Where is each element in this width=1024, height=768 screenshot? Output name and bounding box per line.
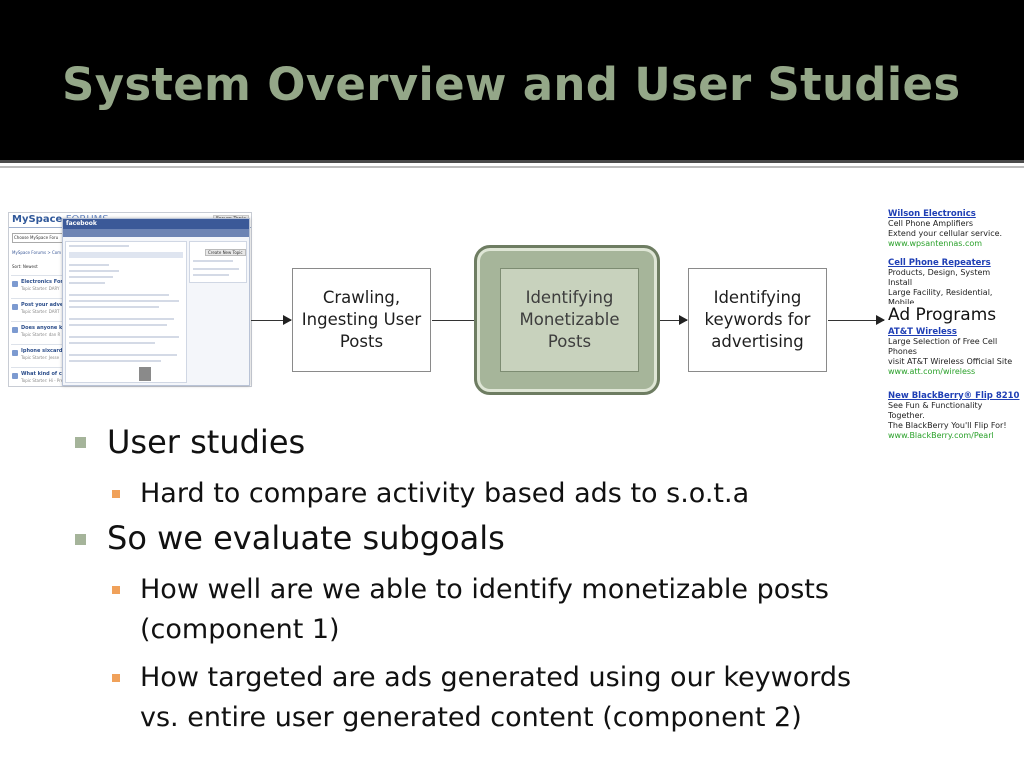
bullet-subgoals: So we evaluate subgoals bbox=[107, 519, 505, 557]
ad-url: www.wpsantennas.com bbox=[888, 239, 983, 248]
forum-select: Choose MySpace Foru bbox=[12, 233, 65, 243]
bullet-marker bbox=[75, 437, 86, 448]
ad-item: New BlackBerry® Flip 8210 See Fun & Func… bbox=[888, 391, 1024, 441]
thread-icon bbox=[12, 373, 18, 379]
bullet-identify-line1: How well are we able to identify monetiz… bbox=[140, 574, 829, 605]
ad-text: Install bbox=[888, 278, 913, 287]
arrow-keywords-to-ads bbox=[828, 315, 885, 325]
ad-text: Large Selection of Free Cell bbox=[888, 337, 998, 346]
thread-starter: Topic Starter: DARY bbox=[21, 286, 60, 291]
ad-text: Extend your cellular service. bbox=[888, 229, 1003, 238]
crawling-box: Crawling, Ingesting User Posts bbox=[292, 268, 431, 372]
bullet-hard-compare: Hard to compare activity based ads to s.… bbox=[140, 478, 750, 509]
user-avatar bbox=[139, 367, 151, 381]
identifying-posts-box: Identifying Monetizable Posts bbox=[500, 268, 639, 372]
ad-text: See Fun & Functionality bbox=[888, 401, 983, 410]
keywords-box: Identifying keywords for advertising bbox=[688, 268, 827, 372]
ad-text: Products, Design, System bbox=[888, 268, 991, 277]
ad-text: visit AT&T Wireless Official Site bbox=[888, 357, 1013, 366]
thread-icon bbox=[12, 304, 18, 310]
ad-item: Wilson Electronics Cell Phone Amplifiers… bbox=[888, 209, 1024, 249]
ad-programs-label: Ad Programs bbox=[888, 304, 999, 326]
facebook-nav bbox=[63, 229, 249, 237]
thread-title: Iphone sixcard c bbox=[21, 348, 68, 354]
forum-breadcrumb: MySpace Forums > Com bbox=[12, 250, 62, 255]
ad-text: Mobile bbox=[888, 298, 915, 307]
title-bar: System Overview and User Studies bbox=[0, 0, 1024, 160]
thread-starter: Topic Starter: DART bbox=[21, 309, 60, 314]
thread-starter: Topic Starter: Jesse bbox=[21, 355, 60, 360]
forum-sort: Sort: Newest bbox=[12, 264, 38, 269]
thread-title: Electronics Forum bbox=[21, 279, 72, 285]
ad-list: Wilson Electronics Cell Phone Amplifiers… bbox=[888, 209, 1024, 450]
thread-icon bbox=[12, 327, 18, 333]
ad-item: AT&T Wireless Large Selection of Free Ce… bbox=[888, 327, 1024, 377]
ad-url: www.BlackBerry.com/Pearl bbox=[888, 431, 994, 440]
ad-text: Phones bbox=[888, 347, 917, 356]
bullet-marker bbox=[75, 534, 86, 545]
arrow-identify-to-keywords bbox=[640, 315, 688, 325]
facebook-posts-panel bbox=[65, 241, 187, 383]
sub-bullet-marker bbox=[112, 490, 120, 498]
sub-bullet-marker bbox=[112, 586, 120, 594]
ad-title[interactable]: New BlackBerry® Flip 8210 bbox=[888, 391, 1020, 401]
thread-title: Does anyone kno bbox=[21, 325, 70, 331]
thread-title: Post your advert bbox=[21, 302, 69, 308]
bullet-targeted-line1: How targeted are ads generated using our… bbox=[140, 662, 852, 693]
bullet-identify-line2: (component 1) bbox=[140, 614, 340, 645]
facebook-screenshot: facebook Create New Topic bbox=[62, 218, 250, 386]
ad-url: www.att.com/wireless bbox=[888, 367, 976, 376]
ad-text: Together. bbox=[888, 411, 925, 420]
ad-title[interactable]: Cell Phone Repeaters bbox=[888, 258, 991, 268]
ad-text: Cell Phone Amplifiers bbox=[888, 219, 974, 228]
ad-text: Large Facility, Residential, bbox=[888, 288, 993, 297]
title-divider-light bbox=[0, 166, 1024, 168]
ad-title[interactable]: Wilson Electronics bbox=[888, 209, 976, 219]
facebook-topbar: facebook bbox=[63, 219, 249, 229]
ad-title[interactable]: AT&T Wireless bbox=[888, 327, 957, 337]
bullet-targeted-line2: vs. entire user generated content (compo… bbox=[140, 702, 802, 733]
arrow-forum-to-crawl bbox=[251, 315, 292, 325]
bullet-user-studies: User studies bbox=[107, 423, 306, 461]
slide-title: System Overview and User Studies bbox=[62, 58, 961, 111]
facebook-sidebar bbox=[189, 241, 247, 283]
thread-icon bbox=[12, 350, 18, 356]
thread-starter: Topic Starter: Hi - President bbox=[21, 378, 76, 383]
facebook-logo: facebook bbox=[66, 220, 97, 227]
thread-starter: Topic Starter: dan R bbox=[21, 332, 61, 337]
title-divider bbox=[0, 160, 1024, 163]
ad-text: The BlackBerry You'll Flip For! bbox=[888, 421, 1007, 430]
create-topic-button: Create New Topic bbox=[205, 249, 246, 256]
thread-icon bbox=[12, 281, 18, 287]
sub-bullet-marker bbox=[112, 674, 120, 682]
